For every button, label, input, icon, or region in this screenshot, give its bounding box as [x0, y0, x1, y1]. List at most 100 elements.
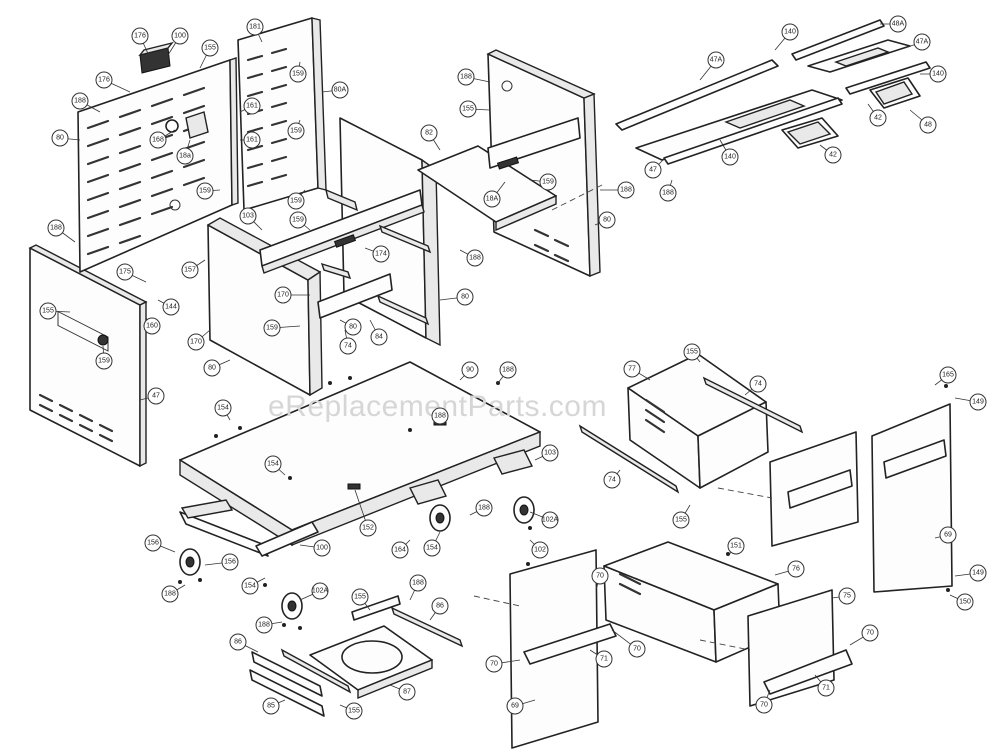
trash-tray — [249, 595, 464, 717]
callout-circle — [707, 51, 725, 69]
callout-circle — [939, 526, 957, 544]
callout-text: 188 — [620, 187, 632, 194]
callout-c40: 84 — [369, 319, 388, 346]
callout-c89: 149 — [954, 564, 987, 582]
callout-c59: 154 — [264, 455, 286, 476]
callout-circle — [51, 129, 69, 147]
callout-circle — [483, 190, 501, 208]
left-back-panel — [77, 57, 239, 273]
callout-c8: 80A — [321, 81, 349, 99]
callout-c91: 151 — [727, 537, 745, 557]
callout-c77: 86 — [229, 633, 259, 653]
caster-assemblies — [179, 449, 535, 620]
callout-c88: 69 — [934, 526, 957, 544]
callout-circle — [370, 328, 388, 346]
callout-circle — [539, 173, 557, 191]
callout-circle — [721, 148, 739, 166]
callout-c37: 160 — [143, 317, 161, 335]
callout-text: 181 — [249, 24, 261, 31]
callout-circle — [331, 81, 349, 99]
callout-text: 159 — [292, 217, 304, 224]
callout-text: 155 — [348, 708, 360, 715]
callout-circle — [187, 333, 205, 351]
callout-c24: 188 — [47, 219, 76, 243]
callout-circle — [246, 18, 264, 36]
callout-c23: 80 — [594, 211, 616, 229]
callout-circle — [274, 286, 292, 304]
callout-c92: 76 — [774, 560, 805, 578]
callout-text: 86 — [436, 603, 444, 610]
callout-c101: 69 — [506, 697, 536, 715]
callout-circle — [131, 27, 149, 45]
callout-text: 74 — [754, 381, 762, 388]
callout-c30: 174 — [364, 245, 390, 263]
callout-circle — [398, 683, 416, 701]
callout-text: 18A — [486, 196, 499, 203]
callout-text: 80 — [603, 217, 611, 224]
callout-circle — [591, 567, 609, 585]
callout-c86: 165 — [934, 366, 957, 386]
callout-text: 90 — [466, 367, 474, 374]
callout-circle — [781, 23, 799, 41]
callout-text: 70 — [490, 661, 498, 668]
callout-text: 188 — [164, 591, 176, 598]
callout-circle — [391, 541, 409, 559]
callout-c4: 188 — [71, 92, 101, 113]
callout-c18: 155 — [459, 100, 491, 118]
callout-text: 159 — [98, 358, 110, 365]
callout-circle — [459, 100, 477, 118]
callout-text: 155 — [354, 594, 366, 601]
callout-circle — [116, 263, 134, 281]
callout-text: 188 — [50, 225, 62, 232]
callout-text: 144 — [165, 304, 177, 311]
callout-c7: 159 — [289, 61, 307, 83]
callout-circle — [755, 696, 773, 714]
callout-c75: 188 — [409, 574, 427, 601]
callout-c69: 156 — [204, 553, 239, 571]
callout-circle — [457, 68, 475, 86]
callout-circle — [344, 318, 362, 336]
callout-text: 75 — [843, 593, 851, 600]
callout-text: 160 — [146, 323, 158, 330]
callout-text: 161 — [246, 103, 258, 110]
callout-c94: 70 — [849, 624, 879, 646]
callout-text: 80 — [349, 324, 357, 331]
callout-c79: 85 — [262, 697, 286, 715]
callout-circle — [144, 534, 162, 552]
callout-circle — [171, 27, 189, 45]
callout-c65: 154 — [423, 531, 441, 557]
callout-c57: 188 — [497, 361, 517, 384]
callout-c43: 47 — [139, 387, 165, 405]
callout-c17: 188 — [457, 68, 491, 86]
callout-circle — [359, 519, 377, 537]
callout-c5: 155 — [199, 39, 219, 69]
callout-circle — [39, 302, 57, 320]
callout-text: 47 — [649, 167, 657, 174]
callout-text: 70 — [760, 702, 768, 709]
callout-circle — [162, 298, 180, 316]
callout-circle — [372, 245, 390, 263]
callout-text: 188 — [258, 622, 270, 629]
callout-text: 188 — [74, 98, 86, 105]
callout-c41: 74 — [339, 329, 357, 355]
callout-c32: 80 — [439, 288, 474, 306]
callout-text: 42 — [874, 115, 882, 122]
callout-circle — [499, 361, 517, 379]
callout-text: 155 — [686, 349, 698, 356]
callout-text: 151 — [730, 543, 742, 550]
callout-c67: 102 — [529, 539, 549, 559]
callout-c58: 188 — [431, 407, 449, 425]
callout-c11: 168 — [149, 129, 176, 149]
callout-text: 157 — [184, 267, 196, 274]
callout-circle — [313, 539, 331, 557]
callout-text: 80 — [461, 294, 469, 301]
callout-text: 77 — [628, 366, 636, 373]
callout-c51: 42 — [819, 144, 842, 164]
callout-text: 103 — [242, 213, 254, 220]
callout-c6: 181 — [246, 18, 264, 43]
callout-text: 154 — [217, 405, 229, 412]
callout-c95: 70 — [611, 629, 646, 658]
callout-c54: 188 — [659, 179, 677, 202]
callout-circle — [869, 109, 887, 127]
callout-text: 152 — [362, 525, 374, 532]
